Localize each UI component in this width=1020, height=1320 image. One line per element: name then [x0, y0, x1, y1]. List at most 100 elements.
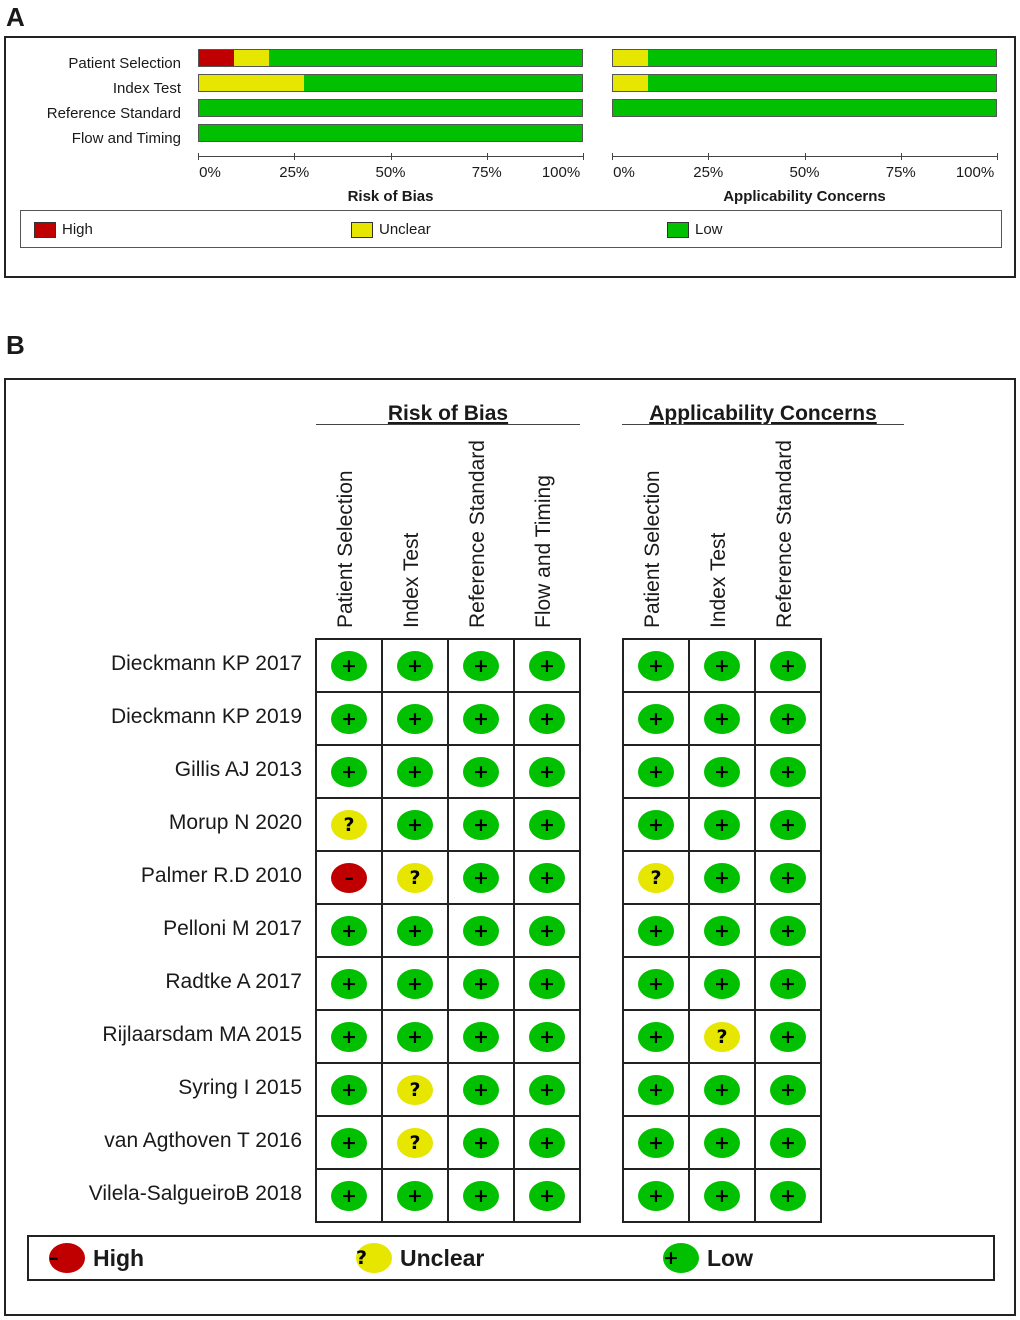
panel-a-letter: A — [6, 2, 25, 32]
table-cell: + — [754, 1168, 822, 1223]
table-cell: + — [447, 638, 515, 693]
bar-1-0 — [612, 49, 997, 67]
table-cell: + — [315, 1115, 383, 1170]
table-row: +++ — [622, 1062, 822, 1117]
column-header: Reference Standard — [466, 440, 489, 628]
low-risk-icon: + — [663, 1243, 699, 1273]
panel-a-legend: High Unclear Low — [20, 210, 1002, 248]
table-cell: ? — [688, 1009, 756, 1064]
table-cell: + — [513, 1115, 581, 1170]
low-risk-icon: + — [638, 650, 674, 681]
table-cell: + — [754, 850, 822, 905]
bar-label-3: Flow and Timing — [71, 130, 181, 147]
table-cell: + — [688, 691, 756, 746]
table-cell: + — [381, 691, 449, 746]
table-cell: + — [447, 1009, 515, 1064]
table-row: ++++ — [315, 744, 581, 799]
x-tick-label: 0% — [613, 164, 635, 181]
table-cell: + — [381, 1168, 449, 1223]
x-tick — [708, 153, 710, 160]
x-tick — [294, 153, 296, 160]
column-header: Reference Standard — [773, 440, 796, 628]
bar-segment-unclear — [233, 50, 269, 66]
table-cell: + — [447, 956, 515, 1011]
panel-b-frame — [4, 378, 1016, 1316]
big-legend-label-unclear: Unclear — [400, 1244, 485, 1271]
table-cell: + — [622, 956, 690, 1011]
low-risk-icon: + — [397, 968, 433, 999]
grid-app: ++++++++++++?+++++++++?++++++++++ — [622, 638, 822, 1223]
bar-segment-unclear — [613, 50, 648, 66]
table-cell: + — [381, 797, 449, 852]
table-cell: ? — [381, 1115, 449, 1170]
table-cell: + — [381, 744, 449, 799]
bar-1-1 — [612, 74, 997, 92]
low-risk-icon: + — [529, 650, 565, 681]
table-cell: + — [754, 903, 822, 958]
table-row: +++ — [622, 1168, 822, 1223]
bar-segment-low — [647, 75, 996, 91]
low-risk-icon: + — [770, 1180, 806, 1211]
table-cell: + — [688, 797, 756, 852]
low-risk-icon: + — [529, 1074, 565, 1105]
table-cell: + — [688, 956, 756, 1011]
x-tick-label: 75% — [885, 164, 916, 181]
table-cell: + — [688, 744, 756, 799]
table-cell: + — [447, 797, 515, 852]
big-legend-item-unclear: ? Unclear — [356, 1243, 484, 1273]
table-cell: + — [622, 1062, 690, 1117]
table-cell: – — [315, 850, 383, 905]
group-rule-1 — [622, 424, 904, 425]
legend-swatch-unclear — [351, 221, 373, 238]
bar-0-2 — [198, 99, 583, 117]
x-tick — [198, 153, 199, 160]
table-row: + + + — [622, 903, 822, 958]
unclear-risk-icon: ? — [397, 862, 433, 893]
table-cell: + — [754, 1009, 822, 1064]
low-risk-icon: + — [397, 809, 433, 840]
table-cell: + — [754, 1115, 822, 1170]
table-cell: ? — [622, 850, 690, 905]
low-risk-icon: + — [638, 1021, 674, 1052]
table-row: +?+ — [622, 1009, 822, 1064]
table-cell: + — [622, 903, 690, 958]
high-risk-icon: – — [49, 1243, 85, 1273]
x-tick — [900, 153, 902, 160]
low-risk-icon: + — [463, 862, 499, 893]
low-risk-icon: + — [331, 915, 367, 946]
low-risk-icon: + — [770, 650, 806, 681]
table-cell: + — [447, 691, 515, 746]
bar-segment-unclear — [613, 75, 648, 91]
low-risk-icon: + — [331, 1127, 367, 1158]
table-cell: + — [622, 638, 690, 693]
table-cell: + — [754, 797, 822, 852]
table-cell: + — [754, 1062, 822, 1117]
low-risk-icon: + — [770, 703, 806, 734]
low-risk-icon: + — [770, 862, 806, 893]
table-row: +++ — [622, 956, 822, 1011]
column-header: Index Test — [707, 532, 730, 628]
low-risk-icon: + — [463, 968, 499, 999]
table-cell: + — [381, 956, 449, 1011]
high-risk-icon: – — [331, 862, 367, 893]
table-cell: + — [315, 1168, 383, 1223]
low-risk-icon: + — [463, 1180, 499, 1211]
table-row: ++++ — [315, 1009, 581, 1064]
table-row: ++++ — [315, 691, 581, 746]
low-risk-icon: + — [529, 1180, 565, 1211]
table-cell: + — [513, 638, 581, 693]
legend-label-low: Low — [695, 221, 723, 238]
study-name: Palmer R.D 2010 — [140, 864, 302, 887]
low-risk-icon: + — [770, 1074, 806, 1105]
bar-label-0: Patient Selection — [68, 55, 181, 72]
table-cell: ? — [381, 1062, 449, 1117]
low-risk-icon: + — [704, 915, 740, 946]
low-risk-icon: + — [770, 756, 806, 787]
low-risk-icon: + — [638, 915, 674, 946]
table-cell: + — [622, 1009, 690, 1064]
panel-b-letter: B — [6, 330, 25, 360]
table-row: ++++ — [315, 1168, 581, 1223]
table-cell: + — [513, 744, 581, 799]
low-risk-icon: + — [529, 703, 565, 734]
bar-0-1 — [198, 74, 583, 92]
